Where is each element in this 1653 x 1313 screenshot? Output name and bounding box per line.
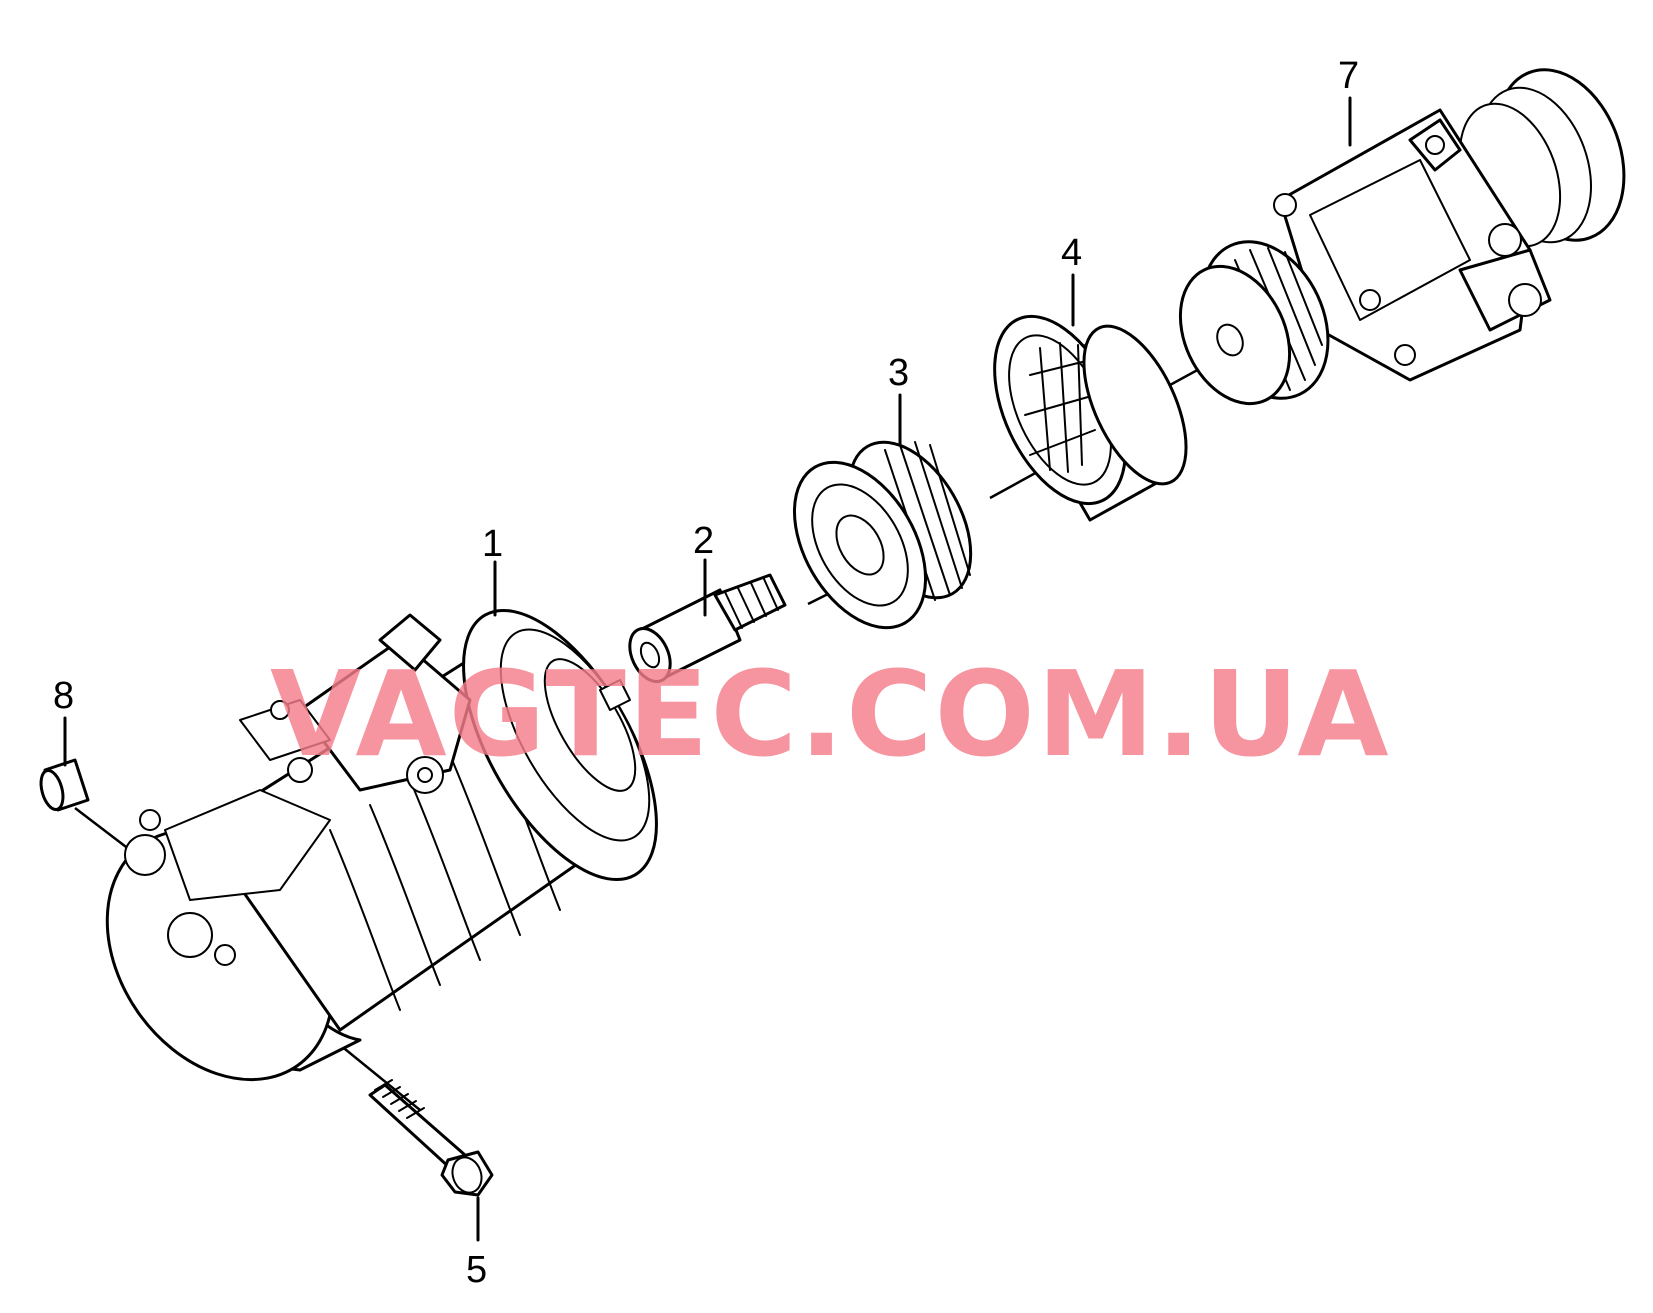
callout-3: 3 (888, 352, 909, 394)
callout-numbers: 1 2 3 4 7 8 5 (53, 55, 1359, 1291)
part-1-compressor[interactable] (61, 580, 696, 1123)
callout-1: 1 (482, 523, 503, 565)
part-4-coupling-sleeve[interactable] (968, 296, 1207, 524)
callout-4: 4 (1061, 232, 1082, 274)
watermark-text: VAGTEC.COM.UA (270, 645, 1391, 783)
leader-lines (63, 96, 1352, 1242)
callout-5: 5 (466, 1249, 487, 1291)
part-5-bolt[interactable] (368, 1079, 494, 1197)
part-2-coupling-shaft[interactable] (622, 573, 787, 688)
part-8-sealing-plug[interactable] (37, 758, 90, 812)
callout-8: 8 (53, 675, 74, 717)
callout-7: 7 (1338, 55, 1359, 97)
part-3-drive-gear[interactable] (767, 421, 995, 650)
callout-2: 2 (693, 520, 714, 562)
part-7-pump-assembly[interactable] (1159, 52, 1646, 422)
